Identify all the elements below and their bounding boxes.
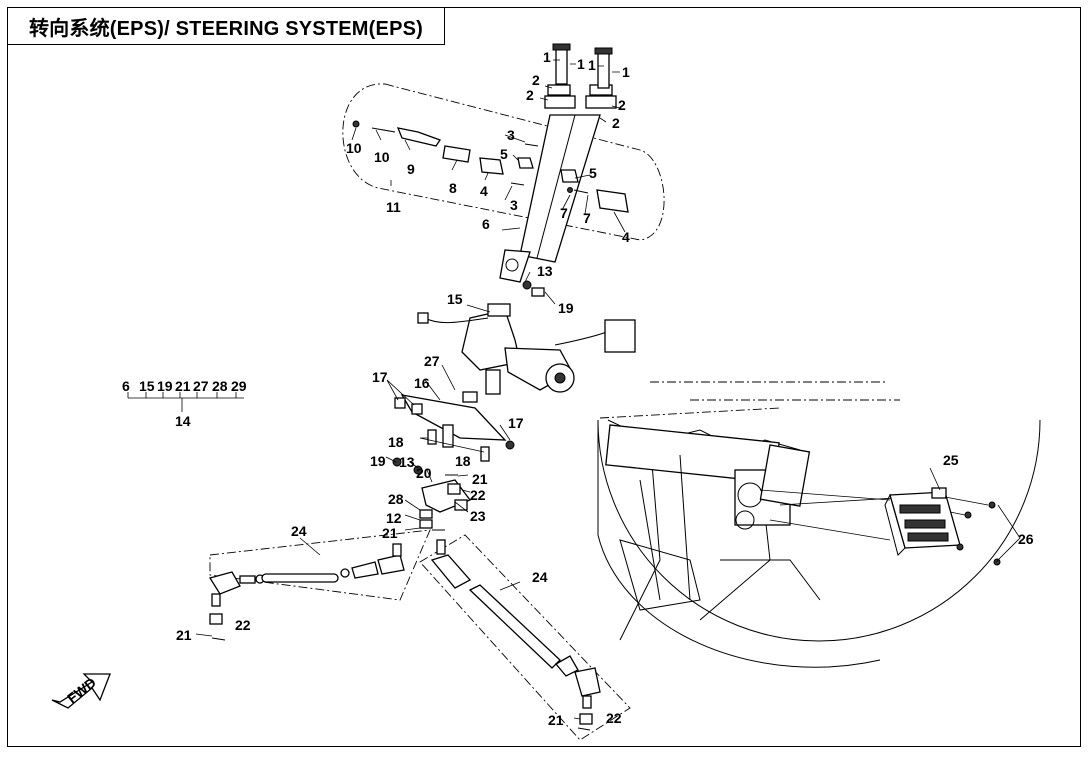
diagram-title: 转向系统(EPS)/ STEERING SYSTEM(EPS) <box>28 17 424 40</box>
pitman-arm-joint <box>419 474 472 531</box>
callout-label: 23 <box>470 508 486 524</box>
callout-label: 16 <box>414 375 430 391</box>
callout-label: 7 <box>560 205 568 221</box>
kit-item-label: 15 <box>139 378 155 394</box>
callout-label: 25 <box>943 452 959 468</box>
callout-labels: 1 1 1 1 2 2 2 2 3 3 4 4 5 5 6 7 7 8 9 10… <box>176 49 1034 728</box>
callout-label: 21 <box>472 471 488 487</box>
callout-label: 8 <box>449 180 457 196</box>
callout-label: 10 <box>374 149 390 165</box>
vehicle-frame-detail <box>597 381 1041 668</box>
leader-lines <box>127 59 941 720</box>
callout-label: 7 <box>583 210 591 226</box>
shaft-group-small-parts <box>352 120 629 213</box>
upper-shaft-group-outline <box>342 83 665 241</box>
callout-label: 2 <box>526 87 534 103</box>
callout-label: 2 <box>612 115 620 131</box>
eps-motor-unit <box>417 303 636 403</box>
callout-label: 3 <box>510 197 518 213</box>
callout-label: 1 <box>622 64 630 80</box>
callout-label: 13 <box>537 263 553 279</box>
callout-label: 5 <box>500 146 508 162</box>
callout-label: 26 <box>1018 531 1034 547</box>
callout-label: 21 <box>548 712 564 728</box>
callout-label: 24 <box>532 569 548 585</box>
callout-label: 9 <box>407 161 415 177</box>
callout-label: 1 <box>543 49 551 65</box>
steering-column-shaft <box>499 43 617 297</box>
callout-label: 15 <box>447 291 463 307</box>
callout-label: 19 <box>558 300 574 316</box>
callout-label: 3 <box>507 127 515 143</box>
callout-label: 10 <box>346 140 362 156</box>
callout-label: 4 <box>480 183 488 199</box>
callout-label: 5 <box>589 165 597 181</box>
kit-item-label: 28 <box>212 378 228 394</box>
forward-direction-arrow: FWD <box>51 673 111 709</box>
callout-label: 6 <box>482 216 490 232</box>
callout-label: 18 <box>455 453 471 469</box>
callout-label: 2 <box>618 97 626 113</box>
callout-label: 2 <box>532 72 540 88</box>
callout-label: 28 <box>388 491 404 507</box>
kit-parent-label: 14 <box>175 413 191 429</box>
kit-item-label: 21 <box>175 378 191 394</box>
callout-label: 11 <box>386 199 401 215</box>
callout-label: 17 <box>508 415 524 431</box>
left-tie-rod <box>208 543 405 641</box>
callout-label: 22 <box>235 617 251 633</box>
ecu-controller <box>884 487 1021 566</box>
callout-label: 20 <box>416 465 432 481</box>
callout-label: 22 <box>470 487 486 503</box>
callout-label: 24 <box>291 523 307 539</box>
callout-label: 4 <box>622 229 630 245</box>
callout-label: 12 <box>386 510 402 526</box>
callout-label: 27 <box>424 353 440 369</box>
kit-item-label: 27 <box>193 378 209 394</box>
callout-label: 18 <box>388 434 404 450</box>
callout-label: 13 <box>399 454 415 470</box>
kit-item-label: 19 <box>157 378 173 394</box>
assembly-kit-legend: 6 15 19 21 27 28 29 14 <box>122 378 247 429</box>
callout-label: 21 <box>176 627 192 643</box>
callout-label: 22 <box>606 710 622 726</box>
kit-item-label: 6 <box>122 378 130 394</box>
title-box: 转向系统(EPS)/ STEERING SYSTEM(EPS) <box>7 7 445 45</box>
callout-label: 19 <box>370 453 386 469</box>
left-tie-rod-group-outline <box>209 529 431 601</box>
drawing-frame <box>7 7 1081 747</box>
right-tie-rod <box>430 539 601 731</box>
callout-label: 17 <box>372 369 388 385</box>
callout-label: 1 <box>577 56 585 72</box>
right-tie-rod-group-outline <box>419 534 631 741</box>
callout-label: 1 <box>588 57 596 73</box>
kit-item-label: 29 <box>231 378 247 394</box>
column-mount-bracket <box>392 394 515 475</box>
callout-label: 21 <box>382 525 398 541</box>
